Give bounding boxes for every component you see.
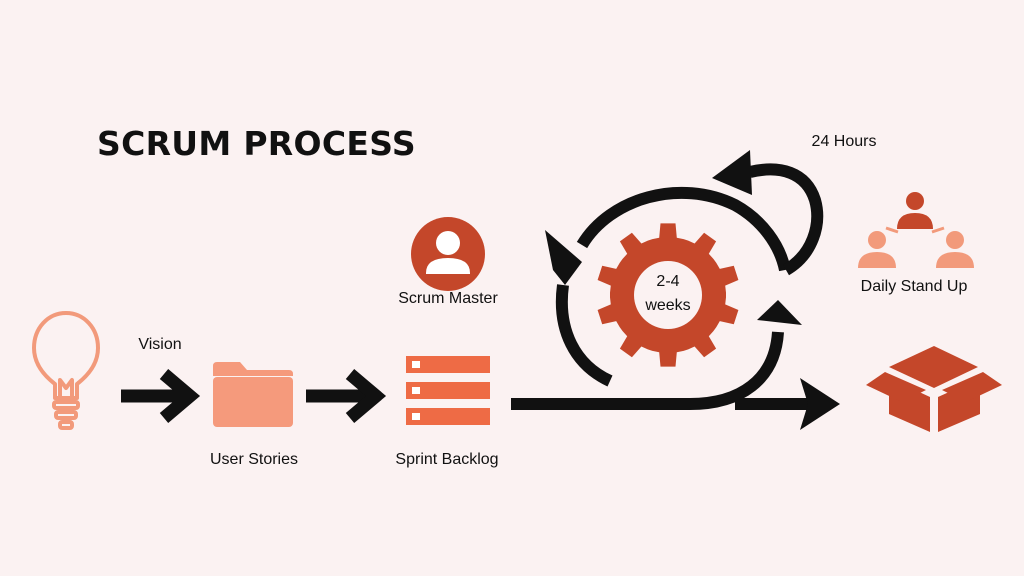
person-avatar-icon bbox=[411, 217, 485, 291]
lightbulb-icon bbox=[32, 311, 100, 430]
sprint-length-label: 2-4 weeks bbox=[645, 270, 690, 318]
daily-stand-up-label: Daily Stand Up bbox=[860, 278, 968, 295]
flow-arrow-2 bbox=[306, 369, 387, 423]
cycle-arrow-icon bbox=[511, 163, 826, 410]
folder-icon bbox=[213, 362, 293, 427]
box-icon bbox=[866, 346, 1002, 432]
cycle-arrowheads bbox=[545, 150, 840, 430]
scrum-master-label: Scrum Master bbox=[398, 290, 498, 307]
sprint-length-bottom: weeks bbox=[645, 297, 691, 314]
backlog-list-icon bbox=[406, 356, 490, 425]
diagram-title: SCRUM PROCESS bbox=[97, 124, 416, 163]
vision-label: Vision bbox=[138, 336, 182, 353]
team-icon bbox=[858, 192, 974, 268]
flow-arrow-1 bbox=[121, 369, 201, 423]
sprint-backlog-label: Sprint Backlog bbox=[395, 451, 499, 468]
sprint-length-top: 2-4 bbox=[656, 273, 680, 290]
gear-icon bbox=[597, 223, 739, 367]
hours-label: 24 Hours bbox=[811, 133, 877, 150]
user-stories-label: User Stories bbox=[209, 451, 299, 468]
